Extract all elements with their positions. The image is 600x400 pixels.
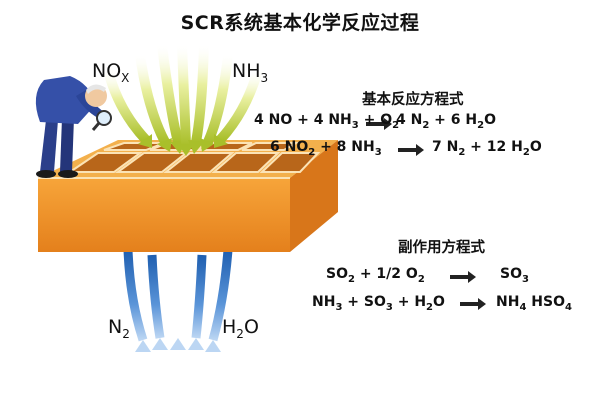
equation-lhs: 4 NO + 4 NH3 + O2 [254,112,400,131]
inflow-arrow [200,54,233,152]
page-title: SCR系统基本化学反应过程 [180,12,420,34]
reaction-arrow-icon [398,144,424,156]
outflow-arrow [147,254,168,350]
equation-rhs: 7 N2 + 12 H2O [432,139,542,158]
side-reaction-2-lhs: NH3 + SO3 + H2O [312,294,445,313]
inflow-arrow [103,68,152,148]
gas-subscript: 3 [260,70,269,85]
output-gas-n2-label: N2 [108,316,130,341]
reaction-arrows [366,118,486,310]
side-reactions-title: 副作用方程式 [398,240,485,256]
gas-formula: O [243,316,259,338]
side-reaction-2-rhs: NH4 HSO4 [496,294,572,313]
inflow-arrow [214,68,263,148]
equation-rhs: NH4 HSO4 [496,294,572,313]
input-gas-nox-label: NOX [92,60,129,85]
side-reaction-1-rhs: SO3 [500,266,529,285]
inflow-arrow [177,44,194,156]
inflow-arrow [135,54,172,152]
equation-lhs: 6 NO2 + 8 NH3 [270,139,382,158]
equation-lhs: NH3 + SO3 + H2O [312,294,445,313]
basic-reaction-2-lhs: 6 NO2 + 8 NH3 [270,139,382,158]
reaction-arrow-icon [450,271,476,283]
equation-rhs: SO3 [500,266,529,285]
basic-reaction-1-rhs: 4 N2 + 6 H2O [396,112,496,131]
outflow-arrow [170,258,186,350]
outflow-arrows [123,249,233,352]
gas-formula: H [222,316,237,338]
reaction-arrow-icon [366,118,392,130]
inflow-arrows [103,44,263,156]
inflow-arrow [188,44,209,154]
gas-formula: NH [232,60,261,82]
basic-reaction-2-rhs: 7 N2 + 12 H2O [432,139,542,158]
inspector-with-magnifier-icon [35,76,112,178]
gas-subscript: 2 [236,326,244,341]
catalyst-block [38,140,338,252]
gas-formula: NO [92,60,122,82]
equation-rhs: 4 N2 + 6 H2O [396,112,496,131]
input-gas-nh3-label: NH3 [232,60,268,85]
outflow-arrow [123,249,151,352]
outflow-arrow [205,249,233,352]
gas-formula: N [108,316,123,338]
reaction-arrow-icon [460,298,486,310]
side-reaction-1-lhs: SO2 + 1/2 O2 [326,266,425,285]
equation-lhs: SO2 + 1/2 O2 [326,266,425,285]
basic-reaction-1-lhs: 4 NO + 4 NH3 + O2 [254,112,399,131]
output-gas-h2o-label: H2O [222,316,259,341]
gas-subscript: X [121,70,130,85]
gas-subscript: 2 [122,326,130,341]
outflow-arrow [188,254,207,350]
basic-reactions-title: 基本反应方程式 [362,92,464,108]
